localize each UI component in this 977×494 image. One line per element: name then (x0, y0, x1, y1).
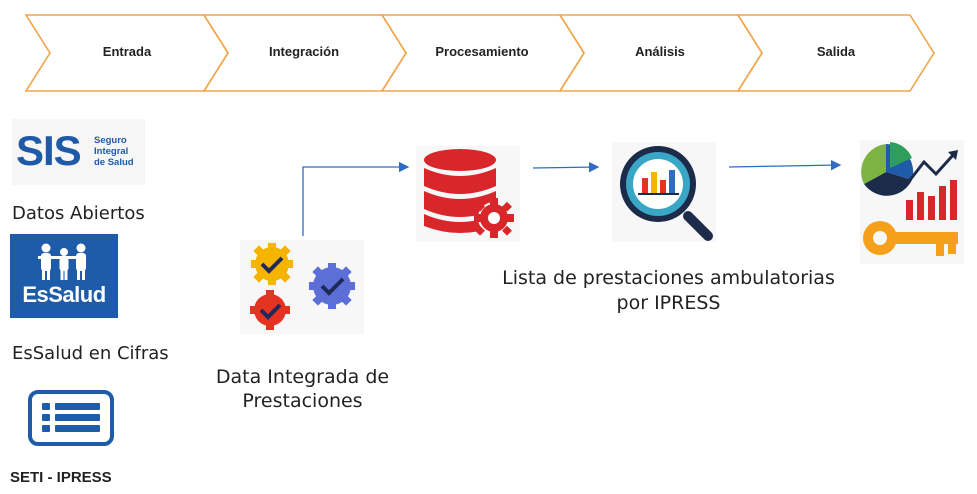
caption-lista-line1: Lista de prestaciones ambulatorias (502, 267, 835, 289)
bar-chart-icon (638, 170, 679, 195)
caption-lista-line2: por IPRESS (616, 292, 721, 314)
sis-line2: Integral (94, 146, 129, 157)
caption-data-integrada-line1: Data Integrada de (215, 366, 390, 388)
chevron-salida (736, 14, 935, 92)
essalud-logo-text: EsSalud (22, 282, 106, 307)
report-key-icon (860, 140, 964, 264)
sis-logo-subtitle: Seguro Integral de Salud (94, 135, 134, 168)
sis-line3: de Salud (94, 157, 134, 168)
caption-seti-ipress: SETI - IPRESS (10, 469, 112, 486)
caption-lista-prestaciones: Lista de prestaciones ambulatorias por I… (496, 266, 841, 316)
caption-data-integrada: Data Integrada de Prestaciones (210, 365, 395, 413)
arrow-processing-to-analysis (532, 161, 600, 173)
stage-label-salida: Salida (816, 44, 856, 59)
pipeline-chevrons (24, 14, 935, 92)
bar-chart-icon (906, 180, 957, 220)
sis-logo: SIS Seguro Integral de Salud (12, 119, 145, 185)
gear-yellow (251, 243, 293, 285)
stage-label-procesamiento: Procesamiento (435, 44, 529, 59)
trend-arrow-icon (908, 150, 958, 181)
key-icon (863, 221, 958, 256)
family-icon (38, 243, 86, 280)
pie-chart-icon (861, 142, 914, 196)
gears-check-icon (240, 240, 364, 334)
caption-essalud-en-cifras: EsSalud en Cifras (12, 343, 169, 364)
stage-label-analisis: Análisis (635, 44, 685, 59)
gear-red (250, 290, 290, 330)
sis-line1: Seguro (94, 135, 127, 146)
arrow-integration-to-processing (302, 161, 410, 236)
caption-datos-abiertos: Datos Abiertos (12, 203, 145, 224)
database-gear-icon (416, 146, 520, 242)
magnifier-chart-icon (612, 142, 716, 242)
stage-label-entrada: Entrada (102, 44, 152, 59)
gear-icon (474, 198, 514, 238)
arrow-analysis-to-output (728, 159, 842, 171)
stage-label-integracion: Integración (268, 44, 340, 59)
sis-logo-abbr: SIS (16, 127, 82, 174)
caption-data-integrada-line2: Prestaciones (242, 390, 363, 412)
essalud-logo: EsSalud (10, 234, 118, 318)
list-document-icon (28, 390, 114, 446)
